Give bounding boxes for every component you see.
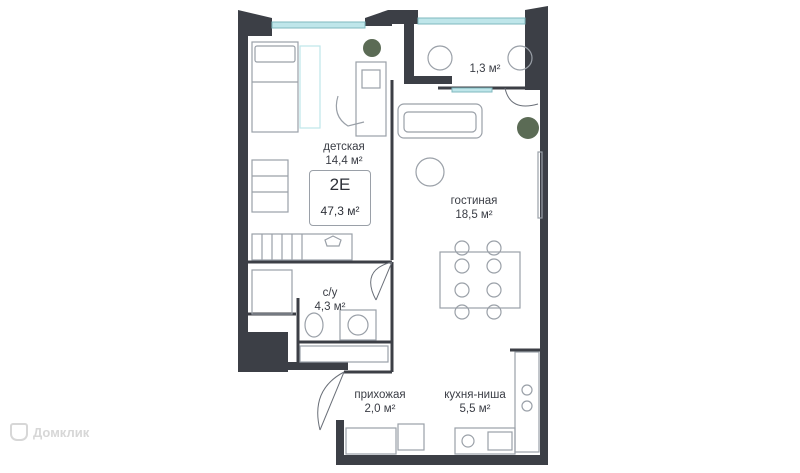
room-name: с/у xyxy=(322,287,338,299)
room-label-balcony: 1,3 м² xyxy=(460,62,510,76)
room-name: кухня-ниша xyxy=(444,389,506,401)
room-label-bath: с/у 4,3 м² xyxy=(300,286,360,314)
room-label-hall: прихожая 2,0 м² xyxy=(340,388,420,416)
furniture xyxy=(251,41,543,455)
interior-walls xyxy=(248,80,540,374)
watermark-text: Домклик xyxy=(33,425,90,440)
apartment-badge: 2Е 47,3 м² xyxy=(309,170,371,226)
room-name: гостиная xyxy=(450,195,498,207)
room-area: 18,5 м² xyxy=(455,209,493,221)
room-label-child: детская 14,4 м² xyxy=(305,140,383,168)
apartment-type: 2Е xyxy=(329,175,351,194)
doors xyxy=(317,87,539,431)
room-area: 1,3 м² xyxy=(469,63,501,75)
room-area: 5,5 м² xyxy=(459,403,491,415)
walls xyxy=(238,6,548,465)
house-icon xyxy=(10,423,28,441)
room-name: детская xyxy=(323,141,365,153)
apartment-total-area: 47,3 м² xyxy=(320,204,360,218)
room-area: 2,0 м² xyxy=(364,403,396,415)
room-label-living: гостиная 18,5 м² xyxy=(434,194,514,222)
watermark: Домклик xyxy=(10,423,89,441)
windows xyxy=(271,17,526,93)
room-area: 14,4 м² xyxy=(325,155,363,167)
room-area: 4,3 м² xyxy=(314,301,346,313)
room-name: прихожая xyxy=(354,389,406,401)
room-label-kitchen: кухня-ниша 5,5 м² xyxy=(430,388,520,416)
plants xyxy=(363,39,539,139)
